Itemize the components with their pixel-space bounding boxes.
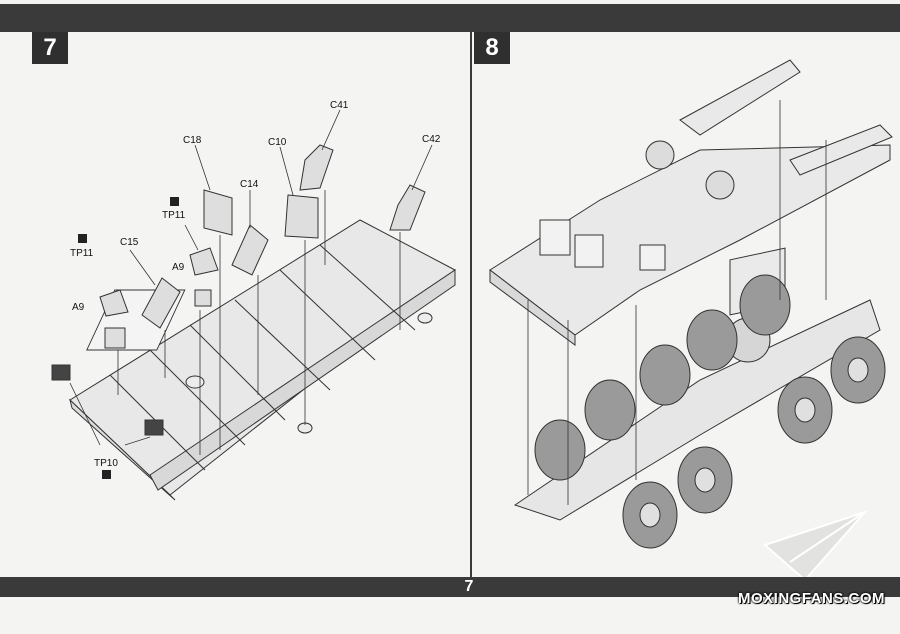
- page-divider: [470, 32, 472, 578]
- part-c18: [203, 189, 233, 236]
- page-number: 7: [464, 578, 474, 595]
- part-c14: [231, 224, 269, 276]
- loose-parts: [51, 144, 426, 436]
- chassis-floor-drawing: [69, 219, 456, 501]
- callout-c10: C10: [268, 137, 287, 148]
- top-header-bar: [0, 4, 900, 32]
- callout-tp11-upper: TP11: [162, 210, 186, 221]
- tp-marker-icon: [170, 197, 179, 206]
- upper-deck-assembly: [489, 59, 893, 346]
- tp-marker-icon: [78, 234, 87, 243]
- part-tp10-left: [51, 364, 71, 381]
- part-tp11-right: [189, 247, 219, 276]
- part-c15: [141, 277, 181, 329]
- watermark-logo: [763, 509, 869, 578]
- callout-labels: C41 C18 C10 C42 C14 TP11 TP11 C15 A9 A9 …: [70, 100, 441, 479]
- callout-c42: C42: [422, 134, 441, 145]
- part-a9-left: [104, 327, 126, 349]
- step-7-diagram: C41 C18 C10 C42 C14 TP11 TP11 C15 A9 A9 …: [51, 100, 456, 501]
- callout-tp11-lower: TP11: [70, 248, 94, 259]
- part-c42: [389, 184, 426, 231]
- leader-lines: [69, 109, 433, 455]
- bottom-footer-bar: [0, 577, 900, 597]
- part-c41: [299, 144, 334, 191]
- step-8-diagram: [489, 59, 893, 578]
- alignment-lines: [527, 100, 827, 505]
- callout-c15: C15: [120, 237, 139, 248]
- wheels: [534, 274, 886, 549]
- site-watermark: MOXINGFANS.COM: [738, 590, 886, 607]
- callout-c14: C14: [240, 179, 259, 190]
- tp-marker-icon: [102, 470, 111, 479]
- part-tp10-right: [144, 419, 164, 436]
- callout-c18: C18: [183, 135, 202, 146]
- callout-tp10: TP10: [94, 458, 118, 469]
- part-tp11-left: [99, 289, 129, 317]
- step-8-number: 8: [474, 32, 510, 64]
- callout-a9-upper: A9: [172, 262, 185, 273]
- part-c10: [284, 194, 319, 239]
- step-7-number: 7: [32, 32, 68, 64]
- callout-a9-lower: A9: [72, 302, 85, 313]
- part-a9-right: [194, 289, 212, 307]
- lower-chassis-assembly: [513, 247, 886, 549]
- callout-c41: C41: [330, 100, 349, 111]
